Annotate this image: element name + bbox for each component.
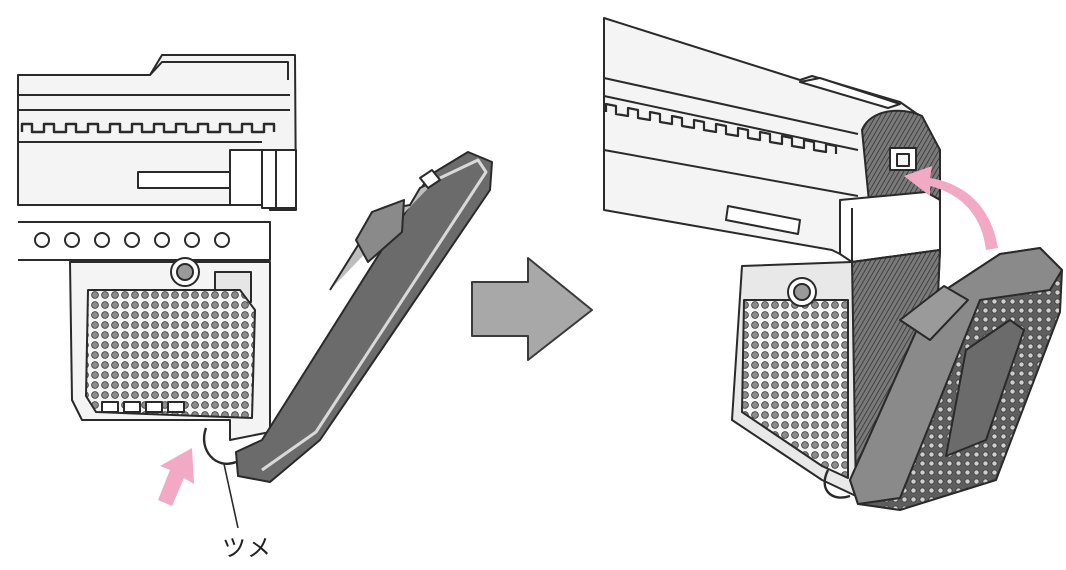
mesh-panel (85, 289, 256, 419)
callout-leader-line (223, 463, 239, 529)
rail-teeth (20, 122, 276, 134)
opened-lid (235, 151, 493, 483)
latch-block (261, 149, 297, 209)
hinge-hook (203, 427, 237, 465)
rail-teeth-perspective (604, 102, 838, 154)
pink-close-arrow (904, 166, 998, 250)
pink-push-arrow (158, 448, 194, 506)
left-drawing (17, 54, 493, 483)
right-drawing (603, 17, 1063, 511)
mesh-panel-right (741, 299, 849, 479)
callout-label: ツメ (222, 534, 272, 562)
process-arrow (471, 257, 593, 361)
